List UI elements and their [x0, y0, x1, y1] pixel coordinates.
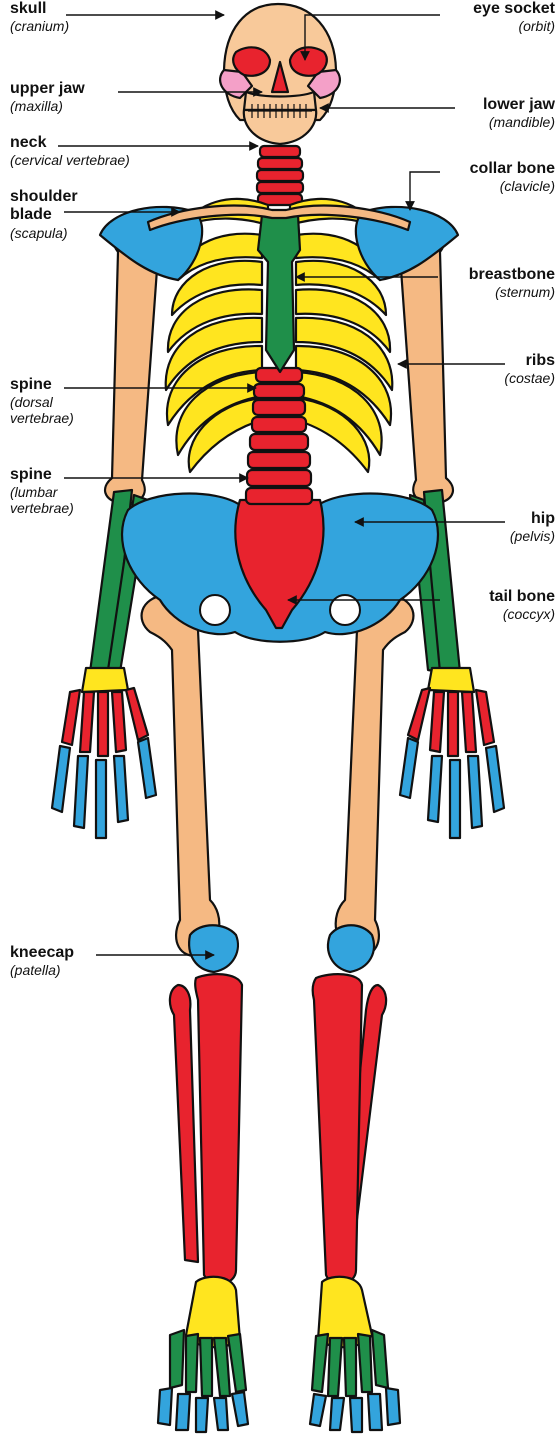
left-foot — [158, 1277, 248, 1432]
left-tibia — [195, 974, 242, 1284]
right-kneecap — [328, 925, 374, 972]
leader-collar-bone — [410, 172, 440, 210]
label-kneecap: kneecap (patella) — [10, 944, 74, 978]
mandible — [244, 110, 316, 144]
label-spine-dorsal: spine (dorsal vertebrae) — [10, 376, 74, 427]
label-upper-jaw-common: upper jaw — [10, 80, 85, 98]
label-hip-sci: (pelvis) — [510, 528, 555, 544]
label-skull-common: skull — [10, 0, 69, 18]
label-tail-bone: tail bone (coccyx) — [489, 588, 555, 622]
label-lower-jaw-common: lower jaw — [483, 96, 555, 114]
label-spine-lumbar: spine (lumbar vertebrae) — [10, 466, 74, 517]
left-kneecap — [189, 925, 238, 972]
label-spine-lumbar-common: spine — [10, 466, 74, 484]
label-kneecap-common: kneecap — [10, 944, 74, 962]
label-upper-jaw-sci: (maxilla) — [10, 98, 85, 114]
lumbar-vertebrae — [246, 434, 312, 504]
label-neck: neck (cervical vertebrae) — [10, 134, 130, 168]
left-hand — [52, 668, 156, 838]
left-fibula — [170, 985, 198, 1262]
label-collar-bone-sci: (clavicle) — [470, 178, 555, 194]
left-eye-socket — [233, 47, 270, 75]
dorsal-vertebrae — [252, 368, 306, 432]
label-shoulder-blade-sci: (scapula) — [10, 225, 78, 241]
sternum — [258, 215, 300, 372]
left-obturator-hole — [200, 595, 230, 625]
label-upper-jaw: upper jaw (maxilla) — [10, 80, 85, 114]
label-hip: hip (pelvis) — [510, 510, 555, 544]
label-skull: skull (cranium) — [10, 0, 69, 34]
label-ribs-sci: (costae) — [504, 370, 555, 386]
label-collar-bone: collar bone (clavicle) — [470, 160, 555, 194]
label-breastbone: breastbone (sternum) — [469, 266, 555, 300]
label-tail-bone-sci: (coccyx) — [489, 606, 555, 622]
right-hand — [400, 668, 504, 838]
label-spine-lumbar-sci-2: vertebrae) — [10, 500, 74, 516]
label-spine-lumbar-sci-1: (lumbar — [10, 484, 74, 500]
right-foot — [310, 1277, 400, 1432]
right-tibia — [313, 974, 362, 1284]
label-skull-sci: (cranium) — [10, 18, 69, 34]
label-eye-socket-sci: (orbit) — [473, 18, 555, 34]
label-breastbone-sci: (sternum) — [469, 284, 555, 300]
label-shoulder-blade: shoulder blade (scapula) — [10, 188, 78, 241]
right-eye-socket — [290, 47, 327, 75]
label-neck-sci: (cervical vertebrae) — [10, 152, 130, 168]
label-shoulder-blade-common-2: blade — [10, 206, 78, 224]
label-spine-dorsal-common: spine — [10, 376, 74, 394]
label-collar-bone-common: collar bone — [470, 160, 555, 178]
label-lower-jaw: lower jaw (mandible) — [483, 96, 555, 130]
label-ribs: ribs (costae) — [504, 352, 555, 386]
label-spine-dorsal-sci-1: (dorsal — [10, 394, 74, 410]
label-kneecap-sci: (patella) — [10, 962, 74, 978]
label-ribs-common: ribs — [504, 352, 555, 370]
label-tail-bone-common: tail bone — [489, 588, 555, 606]
cervical-vertebrae — [257, 146, 303, 205]
label-breastbone-common: breastbone — [469, 266, 555, 284]
label-shoulder-blade-common-1: shoulder — [10, 188, 78, 206]
label-eye-socket-common: eye socket — [473, 0, 555, 18]
label-neck-common: neck — [10, 134, 130, 152]
label-lower-jaw-sci: (mandible) — [483, 114, 555, 130]
label-hip-common: hip — [510, 510, 555, 528]
label-spine-dorsal-sci-2: vertebrae) — [10, 410, 74, 426]
label-eye-socket: eye socket (orbit) — [473, 0, 555, 34]
